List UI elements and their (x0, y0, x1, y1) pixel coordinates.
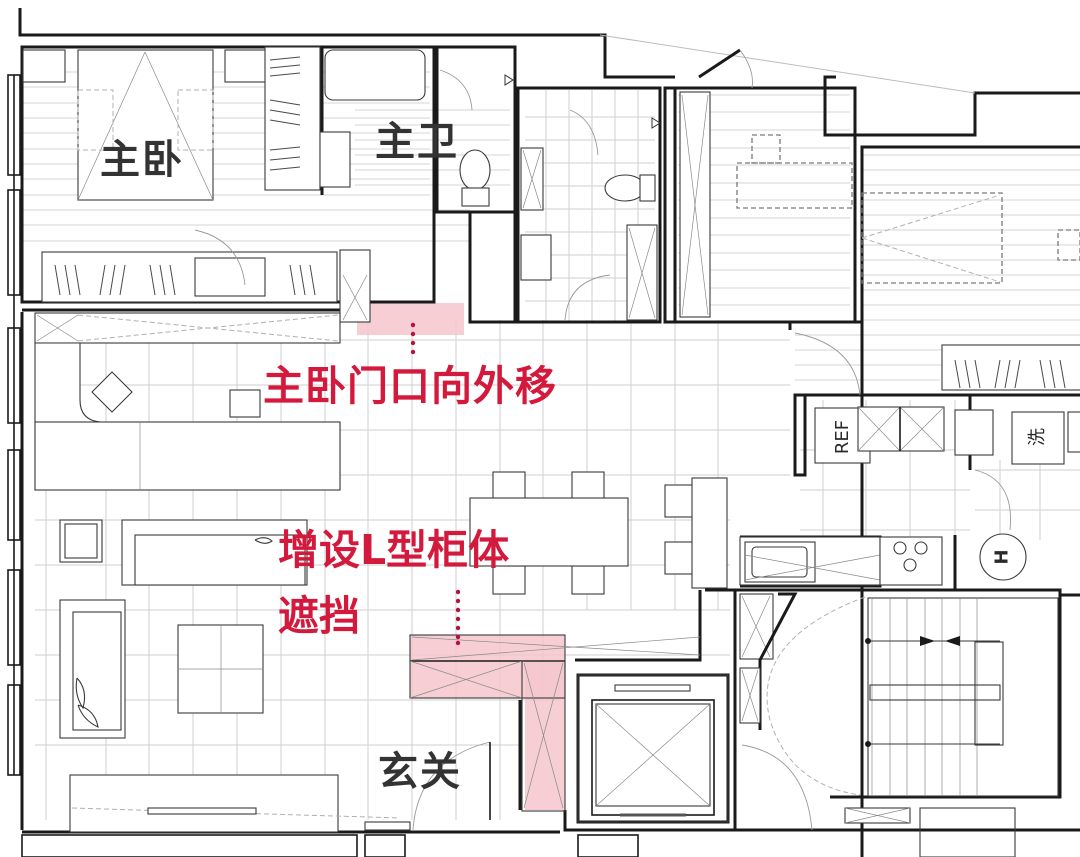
room-label-master-bath: 主卫 (375, 119, 459, 165)
living-storage-top (34, 312, 341, 344)
right-bedroom-dashed-furniture (698, 48, 1080, 284)
sofa-sectional (34, 342, 341, 491)
leader-dots (410, 322, 461, 646)
bottom-rooms (21, 834, 639, 857)
l-cabinet-outline (409, 634, 701, 812)
master-wardrobe-bottom (41, 229, 371, 323)
plant-icon (75, 677, 86, 710)
dining-table (469, 497, 629, 567)
entrance-door (364, 741, 491, 831)
fixture-label-refrigerator: REF (832, 419, 853, 455)
room-label-master-bedroom: 主卧 (100, 137, 184, 183)
highlight-areas (357, 303, 565, 810)
toilet-icon (459, 149, 491, 191)
guest-bath-fixtures (520, 91, 711, 321)
dining-set (469, 471, 728, 595)
toilet-icon (604, 174, 646, 202)
master-door-relocation-area (357, 303, 464, 335)
vanity-sink-icon (319, 131, 351, 188)
tv-icon (147, 807, 257, 815)
kitchen (739, 332, 1080, 586)
l-cabinet-vertical (525, 660, 565, 810)
bathtub-icon (324, 49, 426, 101)
walls (18, 8, 1080, 857)
plant-icon (254, 537, 273, 544)
door-swing-icon (194, 229, 246, 286)
master-bath-fixtures (319, 49, 514, 207)
master-wardrobe-right (264, 46, 321, 191)
annotation-l-cabinet-line1: 增设L型柜体 (278, 526, 510, 574)
stairs (844, 597, 1059, 857)
stair-arrow-icon (920, 636, 935, 646)
room-label-entrance: 玄关 (378, 749, 462, 795)
sink-icon (744, 541, 816, 583)
living-furniture (59, 519, 401, 833)
stove-icon (879, 536, 943, 586)
fixture-label-water-heater: H (991, 549, 1013, 565)
fixture-label-washer: 洗 (1027, 428, 1048, 446)
elevator (577, 674, 729, 823)
annotation-l-cabinet-line2: 遮挡 (278, 592, 360, 640)
annotation-door-relocation: 主卧门口向外移 (263, 362, 557, 410)
water-heater-icon (979, 533, 1027, 581)
master-bed (22, 49, 268, 201)
windows-left (7, 74, 21, 776)
lobby (739, 592, 866, 831)
tv-cabinet (69, 774, 339, 833)
